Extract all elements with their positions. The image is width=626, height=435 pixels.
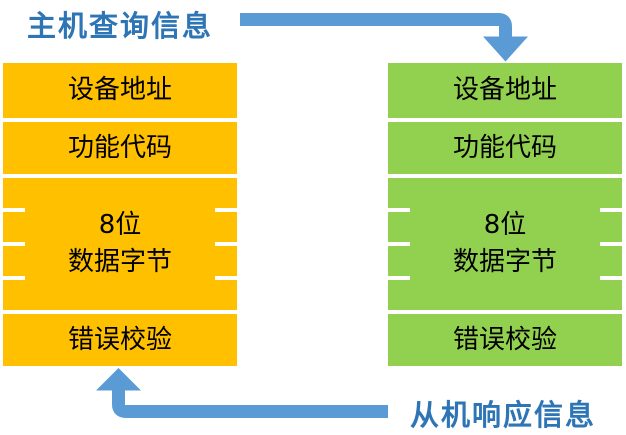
field-label: 功能代码	[452, 132, 557, 163]
byte-divider-tick	[388, 208, 410, 212]
host-frame-column: 设备地址 功能代码 8位 数据字节 错误校验	[3, 63, 237, 366]
byte-divider-tick	[215, 242, 237, 246]
host-field-error-check: 错误校验	[3, 314, 237, 366]
slave-field-device-address: 设备地址	[388, 63, 622, 118]
host-query-label: 主机查询信息	[27, 9, 214, 43]
field-label-line1: 8位	[98, 210, 142, 240]
byte-divider-tick	[3, 208, 25, 212]
byte-divider-tick	[388, 276, 410, 280]
field-label-line1: 8位	[483, 210, 527, 240]
byte-divider-tick	[600, 242, 622, 246]
arrow-head-up	[96, 368, 141, 391]
host-field-data-bytes: 8位 数据字节	[3, 178, 237, 310]
byte-divider-tick	[600, 276, 622, 280]
byte-divider-tick	[3, 276, 25, 280]
arrow-stem	[240, 13, 512, 37]
byte-divider-tick	[215, 276, 237, 280]
byte-divider-tick	[3, 242, 25, 246]
field-label: 设备地址	[67, 75, 172, 105]
field-label: 错误校验	[452, 324, 557, 355]
byte-divider-tick	[388, 242, 410, 246]
host-field-function-code: 功能代码	[3, 122, 237, 174]
byte-divider-tick	[215, 208, 237, 212]
byte-divider-tick	[600, 208, 622, 212]
host-query-arrow-icon	[240, 13, 528, 62]
field-label: 设备地址	[452, 75, 557, 105]
slave-response-label: 从机响应信息	[410, 398, 597, 432]
slave-field-error-check: 错误校验	[388, 314, 622, 366]
slave-field-data-bytes: 8位 数据字节	[388, 178, 622, 310]
field-label: 错误校验	[67, 324, 172, 355]
slave-frame-column: 设备地址 功能代码 8位 数据字节 错误校验	[388, 63, 622, 366]
arrow-stem	[112, 390, 388, 418]
slave-response-arrow-icon	[96, 368, 388, 418]
field-label-line2: 数据字节	[452, 247, 557, 277]
host-field-device-address: 设备地址	[3, 63, 237, 118]
slave-field-function-code: 功能代码	[388, 122, 622, 174]
field-label: 功能代码	[67, 132, 172, 163]
field-label-line2: 数据字节	[67, 247, 172, 277]
arrow-head-down	[483, 36, 528, 62]
